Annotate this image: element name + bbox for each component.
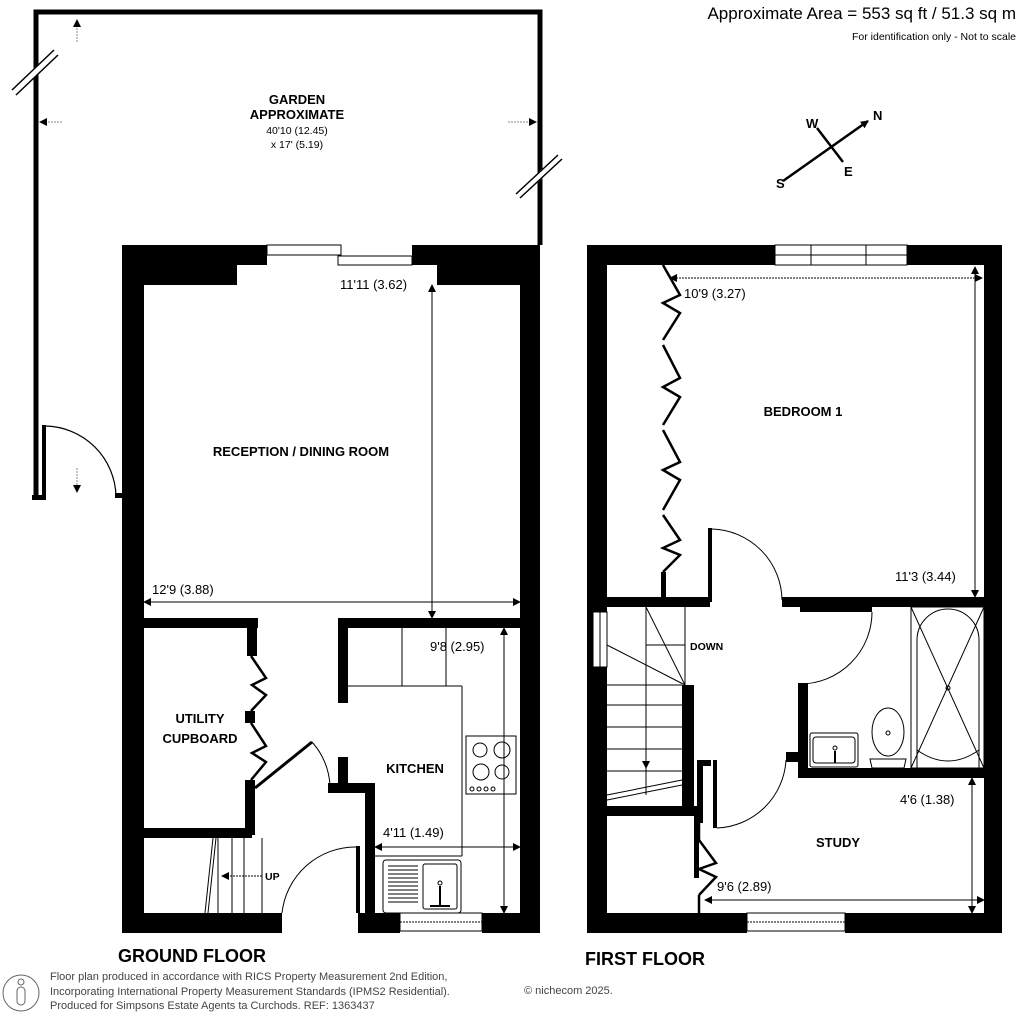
sink-icon: [382, 859, 462, 914]
svg-text:N: N: [873, 108, 882, 123]
first-floor-walls: [587, 245, 1002, 933]
footer-line-2: Incorporating International Property Mea…: [50, 985, 450, 998]
study-cupboard-bifold: [695, 823, 719, 913]
ground-floor-walls: [122, 245, 540, 933]
ground-floor-label: GROUND FLOOR: [118, 946, 266, 966]
kitchen-label: KITCHEN: [386, 761, 444, 776]
disclaimer: For identification only - Not to scale: [852, 31, 1016, 43]
basin-icon: [809, 732, 859, 768]
boundary-break-mark: [11, 49, 563, 199]
study-window: [746, 912, 846, 932]
bedroom1-width: 10'9 (3.27): [684, 286, 746, 301]
kitchen-window: [399, 912, 483, 932]
svg-text:W: W: [806, 116, 819, 131]
garden-area: [11, 9, 563, 500]
utility-bifold-door: [249, 655, 268, 781]
footer-line-3: Produced for Simpsons Estate Agents ta C…: [50, 1000, 375, 1012]
stairs-down-label: DOWN: [690, 641, 723, 653]
stairs-up-label: UP: [265, 871, 280, 883]
footer-line-1: Floor plan produced in accordance with R…: [50, 971, 448, 983]
svg-text:E: E: [844, 164, 853, 179]
hob-icon: [465, 735, 517, 795]
study-length: 4'6 (1.38): [900, 792, 955, 807]
study-door: [713, 759, 787, 829]
study-width: 9'6 (2.89): [717, 879, 772, 894]
bathroom-door: [799, 611, 873, 685]
garden-qualifier: APPROXIMATE: [250, 107, 345, 122]
front-door: [281, 846, 360, 914]
kitchen-worktop: [348, 628, 463, 857]
garden-label: GARDEN: [269, 92, 325, 107]
landing-window: [592, 611, 608, 668]
bedroom1-label: BEDROOM 1: [764, 404, 843, 419]
utility-label-1: UTILITY: [175, 711, 224, 726]
ground-stairs: [204, 837, 263, 914]
garden-dim-1: 40'10 (12.45): [266, 125, 328, 137]
kitchen-length: 9'8 (2.95): [430, 639, 485, 654]
person-logo-icon: [2, 974, 40, 1012]
first-floor-label: FIRST FLOOR: [585, 949, 705, 969]
utility-label-2: CUPBOARD: [162, 731, 237, 746]
bedroom-door: [708, 528, 783, 602]
hall-door: [254, 740, 331, 790]
approximate-area: Approximate Area = 553 sq ft / 51.3 sq m: [707, 4, 1016, 23]
compass-icon: N W E S: [776, 108, 882, 191]
garden-gate: [32, 425, 124, 500]
study-label: STUDY: [816, 835, 860, 850]
svg-text:S: S: [776, 176, 785, 191]
first-floor-dimension-lines: [669, 266, 985, 914]
bedroom1-length: 11'3 (3.44): [895, 569, 956, 584]
ground-dimension-lines: [143, 284, 521, 914]
wardrobe-bifold-doors: [659, 264, 683, 573]
copyright: © nichecom 2025.: [524, 985, 613, 997]
bedroom-window: [774, 244, 908, 266]
kitchen-width: 4'11 (1.49): [383, 825, 444, 840]
footer-notes: Floor plan produced in accordance with R…: [50, 970, 450, 1014]
reception-width: 12'9 (3.88): [152, 582, 214, 597]
reception-length: 11'11 (3.62): [340, 277, 407, 292]
bath-icon: [910, 606, 985, 769]
reception-label: RECEPTION / DINING ROOM: [213, 444, 389, 459]
garden-dim-2: x 17' (5.19): [271, 139, 323, 151]
first-floor-stairs: [606, 606, 686, 801]
rear-window: [266, 244, 413, 266]
toilet-icon: [869, 707, 907, 769]
